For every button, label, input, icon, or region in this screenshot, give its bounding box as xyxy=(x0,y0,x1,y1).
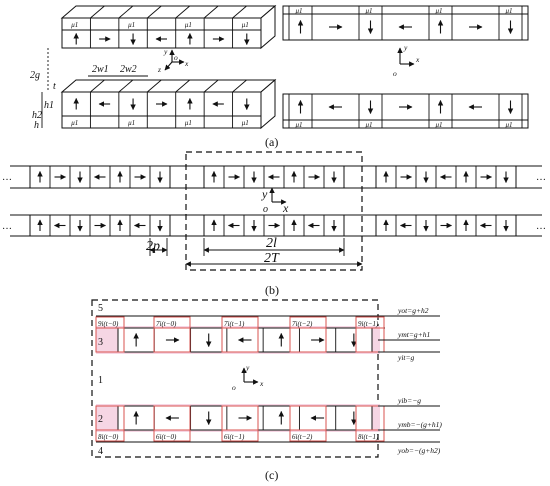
dim-2l: 2l xyxy=(266,236,277,251)
axis2d-o-label: o xyxy=(393,69,397,78)
region-5: 5 xyxy=(98,303,103,314)
period-dashed-box xyxy=(185,151,363,271)
current-label: 7i(t−2) xyxy=(292,320,313,328)
b-axis-y: y xyxy=(261,187,268,201)
dots-top-left: … xyxy=(2,172,12,183)
region-4: 4 xyxy=(98,446,103,457)
axis-y-label: y xyxy=(163,47,168,56)
c-axis-y: y xyxy=(245,363,250,372)
mu-label: μ1 xyxy=(242,119,249,127)
panel-a-dimensions: 2g 2w1 2w2 t h1 h2 h xyxy=(30,48,148,131)
top-2d-strip: μ1 μ1 μ1 μ1 xyxy=(282,5,529,41)
dim-2T: 2T xyxy=(264,251,280,266)
dim-2w2: 2w2 xyxy=(120,64,137,75)
dots-top-right: … xyxy=(536,172,546,183)
axis2d-x-label: x xyxy=(415,55,420,64)
panel-a-label: (a) xyxy=(265,135,278,149)
mu-label: μ1 xyxy=(185,119,192,127)
dim-h1: h1 xyxy=(44,100,54,111)
bottom-2d-strip: μ1 μ1 μ1 μ1 xyxy=(282,93,529,129)
b-axis-o: o xyxy=(263,204,268,215)
bottom-3d-bar: μ1 μ1 μ1 μ1 xyxy=(60,78,277,130)
panel-c: 9i(t−0) 7i(t−0) 7i(t−1) 7i(t−2) 9i(t−1) 8i(t… xyxy=(91,299,442,482)
dots-bottom-left: … xyxy=(2,221,12,232)
panel-c-axes: y x o xyxy=(232,363,264,392)
mu-label: μ1 xyxy=(296,121,303,129)
mu-label: μ1 xyxy=(71,21,78,29)
mu-label: μ1 xyxy=(366,121,373,129)
current-label: 7i(t−0) xyxy=(156,320,177,328)
dim-2w1: 2w1 xyxy=(92,64,109,75)
current-label: 6i(t−1) xyxy=(224,433,245,441)
panel-c-label: (c) xyxy=(265,468,278,482)
panel-b-label: (b) xyxy=(265,283,279,297)
axis-z-label: z xyxy=(157,65,161,74)
mu-label: μ1 xyxy=(128,21,135,29)
dots-bottom-right: … xyxy=(536,221,546,232)
axis2d-y-label: y xyxy=(403,43,408,52)
mu-label: μ1 xyxy=(128,119,135,127)
current-label: 7i(t−1) xyxy=(224,320,245,328)
label-yib: yib=−g xyxy=(397,396,421,405)
dim-t: t xyxy=(53,81,56,92)
current-label: 9i(t−1) xyxy=(358,320,379,328)
mu-label: μ1 xyxy=(185,21,192,29)
current-label: 8i(t−0) xyxy=(98,433,119,441)
panel-a-axes-3d: y x z o xyxy=(157,47,189,74)
panel-c-right-labels: yot=g+h2 ymt=g+h1 yit=g yib=−g ymb=−(g+h… xyxy=(378,306,442,455)
label-ymt: ymt=g+h1 xyxy=(397,330,430,339)
label-yot: yot=g+h2 xyxy=(397,306,429,315)
region-dashed-box xyxy=(91,299,379,458)
dim-2p: 2p xyxy=(146,239,160,254)
top-3d-bar: μ1 μ1 μ1 μ1 xyxy=(60,4,277,50)
mu-label: μ1 xyxy=(436,121,443,129)
b-axis-x: x xyxy=(282,201,289,215)
region-1: 1 xyxy=(98,375,103,386)
label-yit: yit=g xyxy=(397,353,415,362)
region-3: 3 xyxy=(98,337,103,348)
dim-2g: 2g xyxy=(30,70,40,81)
c-axis-x: x xyxy=(259,379,264,388)
mu-label: μ1 xyxy=(436,7,443,15)
panel-b: … … … … y x o 2p 2l 2T (b) xyxy=(2,151,546,297)
current-label: 6i(t−2) xyxy=(292,433,313,441)
mu-label: μ1 xyxy=(242,21,249,29)
axis-o-label: o xyxy=(174,53,178,62)
mu-label: μ1 xyxy=(296,7,303,15)
panel-a: μ1 μ1 μ1 μ1 μ1 μ1 μ1 μ1 μ1 μ1 μ1 μ1 μ1 μ1 μ1 μ1 2g 2… xyxy=(30,4,529,149)
panel-b-dimensions: 2p 2l 2T xyxy=(146,236,363,267)
label-ymb: ymb=−(g+h1) xyxy=(397,420,442,429)
mu-label: μ1 xyxy=(71,119,78,127)
panel-a-axes-2d: y x o xyxy=(393,43,420,78)
panel-b-axes: y x o xyxy=(261,187,289,215)
dim-h: h xyxy=(34,120,39,131)
current-label: 9i(t−0) xyxy=(98,320,119,328)
mu-label: μ1 xyxy=(506,121,513,129)
mu-label: μ1 xyxy=(506,7,513,15)
mu-label: μ1 xyxy=(366,7,373,15)
c-axis-o: o xyxy=(232,383,236,392)
label-yob: yob=−(g+h2) xyxy=(397,446,441,455)
region-2: 2 xyxy=(98,414,103,425)
axis-x-label: x xyxy=(184,59,189,68)
dim-h2: h2 xyxy=(32,110,42,121)
current-label: 6i(t−0) xyxy=(156,433,177,441)
current-label: 8i(t−1) xyxy=(358,433,379,441)
